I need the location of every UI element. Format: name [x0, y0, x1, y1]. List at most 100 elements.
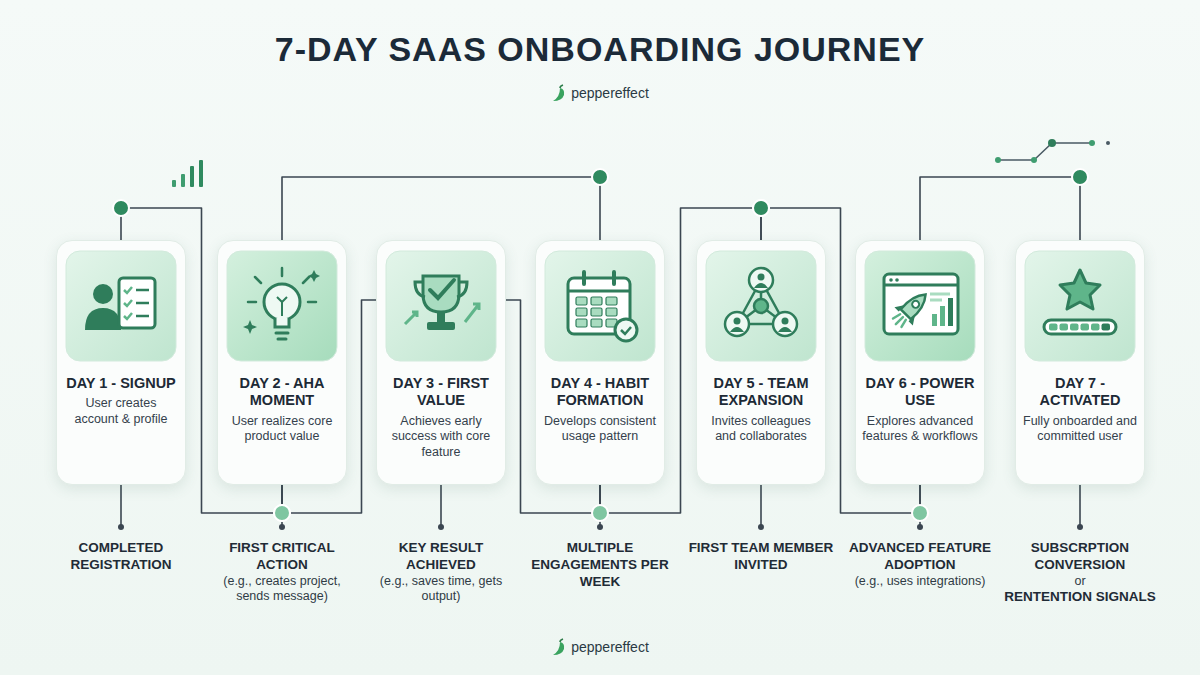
milestone-title: ADVANCED FEATURE ADOPTION [844, 540, 996, 574]
milestone-title: RENTENTION SIGNALS [1004, 589, 1156, 606]
person-node [725, 312, 749, 336]
calendar-cell [606, 308, 617, 316]
stub-dot [597, 524, 603, 530]
stage-heading: DAY 2 - AHA MOMENT [224, 375, 340, 410]
milestone: FIRST CRITICAL ACTION(e.g., creates proj… [206, 540, 358, 605]
title: 7-DAY SAAS ONBOARDING JOURNEY [0, 30, 1200, 69]
person-head [758, 274, 765, 281]
milestone-note: (e.g., uses integrations) [844, 574, 996, 590]
person-node [749, 268, 773, 292]
milestone: FIRST TEAM MEMBER INVITED [685, 540, 837, 574]
progress-segment [1070, 324, 1079, 331]
stage-description: Achieves early success with core feature [383, 414, 499, 461]
person-head [734, 318, 741, 325]
person-body [778, 327, 792, 332]
milestone-stub [1079, 485, 1081, 527]
junction-dot [1072, 169, 1088, 185]
milestone-title: FIRST CRITICAL ACTION [206, 540, 358, 574]
stage-card: DAY 3 - FIRST VALUE Achieves early succes… [376, 240, 506, 485]
logo: peppereffect [0, 638, 1200, 656]
stage-description: User realizes core product value [224, 414, 340, 445]
milestone-note: (e.g., saves time, gets output) [365, 574, 517, 605]
junction-dot [113, 200, 129, 216]
milestone-title: MULTIPLE ENGAGEMENTS PER WEEK [524, 540, 676, 591]
stage-card: DAY 2 - AHA MOMENT User realizes core pro… [217, 240, 347, 485]
stage-description: Explores advanced features & workflows [862, 414, 978, 445]
stage-card: DAY 5 - TEAM EXPANSION Invites colleagues… [696, 240, 826, 485]
icon-tile [705, 250, 817, 362]
journey-connector [282, 177, 600, 240]
person-node [773, 312, 797, 336]
chili-logo [551, 638, 567, 656]
stage-description: Develops consistent usage pattern [542, 414, 658, 445]
junction-dot [753, 200, 769, 216]
person-head [782, 318, 789, 325]
stage-heading: DAY 6 - POWER USE [862, 375, 978, 410]
junction-dot [274, 505, 290, 521]
logo: peppereffect [0, 84, 1200, 102]
logo-text: peppereffect [571, 85, 649, 101]
stage-heading: DAY 5 - TEAM EXPANSION [703, 375, 819, 410]
icon-tile [1024, 250, 1136, 362]
progress-segment [1060, 324, 1069, 331]
logo-text: peppereffect [571, 639, 649, 655]
milestone: ADVANCED FEATURE ADOPTION(e.g., uses int… [844, 540, 996, 589]
calendar-cell [591, 319, 602, 327]
stage-heading: DAY 1 - SIGNUP [63, 375, 179, 392]
junction-dot [753, 200, 769, 216]
progress-segment [1081, 324, 1090, 331]
stub-dot [758, 524, 764, 530]
junction-dot [592, 169, 608, 185]
milestone: MULTIPLE ENGAGEMENTS PER WEEK [524, 540, 676, 591]
stage-card: DAY 4 - HABIT FORMATION Develops consiste… [535, 240, 665, 485]
milestone-title: KEY RESULT ACHIEVED [365, 540, 517, 574]
stage-description: Fully onboarded and committed user [1022, 414, 1138, 445]
stage-description: User creates account & profile [63, 396, 179, 427]
icon-tile [226, 250, 338, 362]
signal-bars [172, 160, 203, 187]
milestone-note: (e.g., creates project, sends message) [206, 574, 358, 605]
calendar-cell [591, 297, 602, 305]
milestone-stub [120, 485, 122, 527]
milestone-title: FIRST TEAM MEMBER INVITED [685, 540, 837, 574]
stage-card: DAY 7 - ACTIVATED Fully onboarded and com… [1015, 240, 1145, 485]
stub-dot [917, 524, 923, 530]
chili-logo [551, 84, 567, 102]
progress-segment [1091, 324, 1100, 331]
milestone-note: or [1004, 574, 1156, 590]
network-decoration [995, 139, 1110, 163]
milestone-stub [440, 485, 442, 527]
stub-dot [279, 524, 285, 530]
junction-dot [912, 505, 928, 521]
milestone-title: SUBSCRPTION CONVERSION [1004, 540, 1156, 574]
stub-dot [118, 524, 124, 530]
stage-heading: DAY 4 - HABIT FORMATION [542, 375, 658, 410]
icon-tile [864, 250, 976, 362]
stage-description: Invites colleagues and collaborates [703, 414, 819, 445]
person-body [730, 327, 744, 332]
calendar-cell [576, 308, 587, 316]
stage-heading: DAY 3 - FIRST VALUE [383, 375, 499, 410]
milestone: COMPLETED REGISTRATION [45, 540, 197, 574]
milestone-title: COMPLETED REGISTRATION [45, 540, 197, 574]
stage-card: DAY 6 - POWER USE Explores advanced featu… [855, 240, 985, 485]
junction-dot [274, 505, 290, 521]
calendar-cell [606, 297, 617, 305]
progress-segment [1102, 324, 1111, 331]
person-body [754, 283, 768, 288]
calendar-cell [576, 297, 587, 305]
milestone-stub [760, 485, 762, 527]
icon-tile [544, 250, 656, 362]
milestone: KEY RESULT ACHIEVED(e.g., saves time, ge… [365, 540, 517, 605]
icon-tile [385, 250, 497, 362]
junction-dot [592, 505, 608, 521]
stage-heading: DAY 7 - ACTIVATED [1022, 375, 1138, 410]
calendar-cell [591, 308, 602, 316]
stub-dot [1077, 524, 1083, 530]
stub-dot [438, 524, 444, 530]
calendar-cell [576, 319, 587, 327]
milestone: SUBSCRPTION CONVERSIONorRENTENTION SIGNA… [1004, 540, 1156, 606]
stage-card: DAY 1 - SIGNUP User creates account & pro… [56, 240, 186, 485]
icon-tile [65, 250, 177, 362]
